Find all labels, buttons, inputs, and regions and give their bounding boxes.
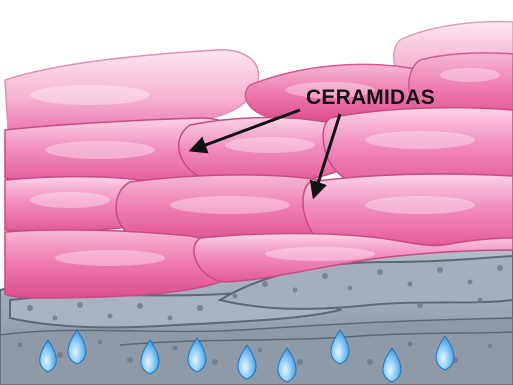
ceramidas-label: CERAMIDAS <box>306 86 435 110</box>
